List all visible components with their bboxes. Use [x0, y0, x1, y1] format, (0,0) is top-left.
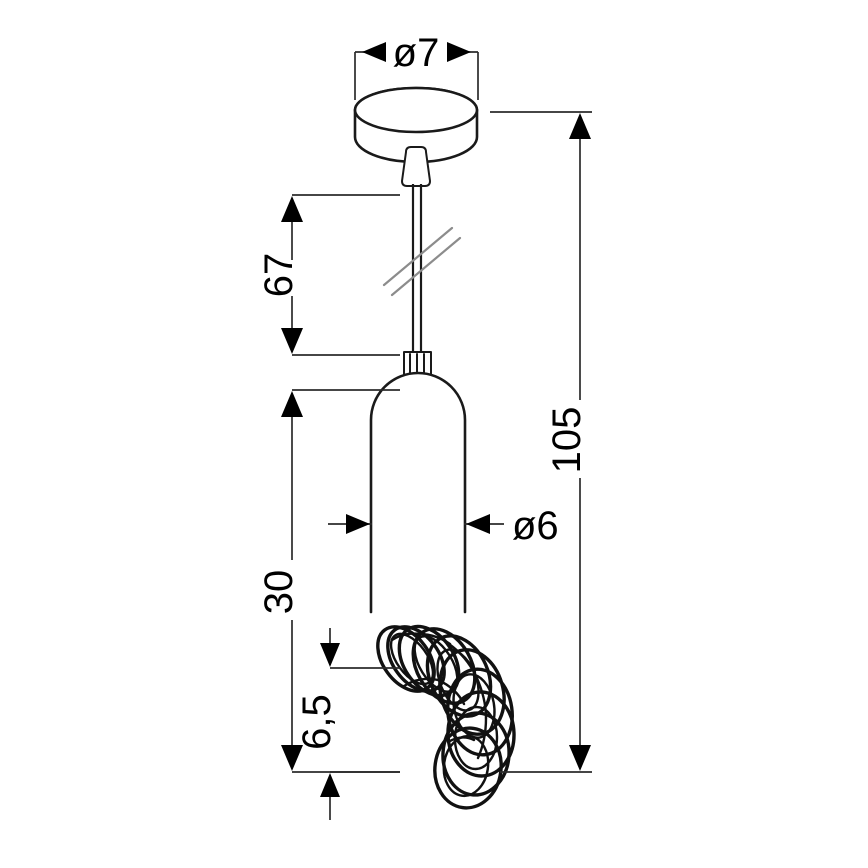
ceiling-canopy	[353, 86, 479, 164]
dimension-label-shade-diameter: ø6	[512, 504, 559, 548]
dimension-label-shade-bulb-height: 30	[257, 570, 301, 615]
spiral-filament-bulb	[376, 624, 516, 810]
dimension-shade-diameter: ø6	[328, 504, 559, 548]
coil-strand-3	[447, 642, 478, 678]
arrow-head-top	[281, 391, 303, 417]
coil-strand-6	[402, 677, 440, 688]
coil-strand-5	[476, 716, 488, 760]
dimension-bulb-projection: 6,5	[295, 628, 400, 820]
coil-strand-8	[446, 736, 476, 744]
dimension-suspension-length: 67	[257, 194, 400, 356]
cable-break-symbol	[382, 226, 462, 297]
coil-ring-9	[441, 711, 511, 797]
dimension-canopy-diameter: ø7	[354, 31, 479, 100]
arrow-head-top	[569, 113, 591, 139]
coil-strand-7	[436, 678, 466, 706]
break-stroke-2	[390, 236, 462, 297]
arrow-head-right	[447, 42, 471, 62]
arrow-head-bottom	[281, 745, 303, 771]
arrow-head-top	[281, 196, 303, 222]
coil-strand-2	[416, 632, 452, 646]
arrow-head-top	[320, 643, 340, 667]
arrow-head-bottom	[320, 773, 340, 797]
dimension-label-suspension-length: 67	[257, 253, 301, 298]
strain-relief-cone	[401, 146, 431, 187]
arrow-head-left	[346, 514, 370, 534]
break-stroke-1	[382, 226, 454, 287]
arrow-head-right	[466, 514, 490, 534]
suspension-cable	[411, 184, 423, 352]
arrow-head-bottom	[569, 745, 591, 771]
dimension-label-bulb-projection: 6,5	[295, 694, 339, 750]
coil-strand-4	[474, 674, 488, 720]
strain-relief-body	[401, 146, 431, 187]
cylindrical-shade	[369, 371, 467, 614]
dimension-label-canopy-diameter: ø7	[393, 31, 440, 75]
coil-inner-4	[452, 673, 496, 739]
dimension-label-total-height: 105	[545, 407, 589, 474]
canopy-top-rim	[353, 86, 479, 134]
dimension-total-height: 105	[490, 111, 592, 773]
arrow-head-left	[362, 42, 386, 62]
arrow-head-bottom	[281, 328, 303, 354]
coil-inner-5	[453, 705, 499, 771]
shade-outline	[369, 371, 467, 614]
coil-inner-6	[442, 734, 490, 798]
